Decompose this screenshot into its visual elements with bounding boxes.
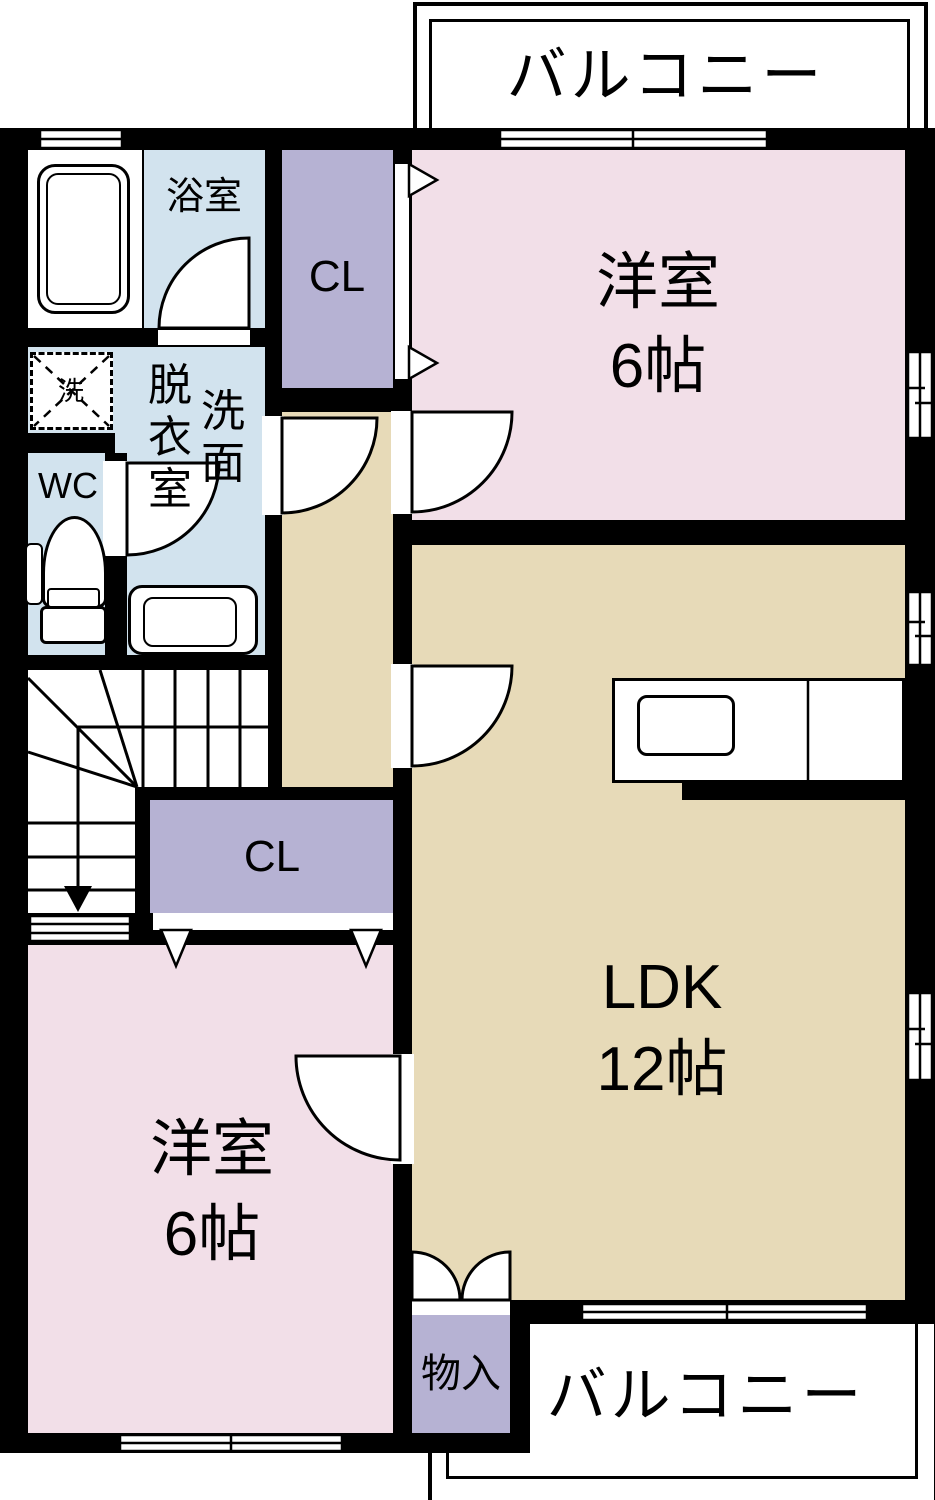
toilet-handle [25,543,43,605]
room-hallway [282,412,393,787]
bathtub [37,164,130,314]
wall-stairs-closet [135,787,150,913]
room-closet-top [282,150,393,388]
washroom-label-left: 脱衣室 [148,361,192,514]
washbasin-inner [143,597,237,647]
ldk-size: 12帖 [596,1035,728,1104]
room-ldk [412,545,905,1302]
wall-washer-wc [28,433,115,453]
balcony-bottom-label: バルコニー [546,1362,866,1429]
wall-top [0,128,935,150]
divider-bathtub [142,150,144,328]
closet-middle-label: CL [243,832,301,881]
gap-western-bottom-door [391,1054,414,1164]
western-bottom-size: 6帖 [163,1200,261,1269]
track-closet-middle [153,913,393,930]
toilet-tank [40,606,107,644]
kitchen-sink [637,695,735,756]
wall-stairs-hall [268,670,282,787]
wc-label: WC [38,465,98,506]
room-stairs-upper [28,670,268,787]
washing-machine-label: 洗 [57,376,85,406]
gap-bathroom-door [158,330,250,345]
gap-ldk-door [391,664,414,768]
western-bottom-label: 洋室 [149,1115,275,1184]
toilet-seat [47,588,100,608]
wall-hall-closet [150,787,412,800]
bathtub-inner [46,173,121,305]
wall-closet-top-bottom [265,388,412,412]
bathroom-label: 浴室 [165,176,243,218]
wall-bottom-left [0,1433,530,1453]
western-top-label: 洋室 [595,248,721,317]
gap-western-top-door [391,411,414,514]
gap-wc-door [103,461,129,556]
room-storage [412,1315,510,1433]
room-closet-middle [150,800,393,913]
balcony-top-label: バルコニー [506,42,826,109]
ldk-label: LDK [601,953,723,1022]
balcony-top-railing [429,19,910,151]
storage-label: 物入 [421,1352,501,1396]
wall-western-ldk [412,520,905,545]
wall-right [905,128,935,1323]
wall-washroom-bottom [28,655,282,670]
track-storage [412,1300,510,1315]
wall-storage-right [510,1300,530,1453]
western-top-size: 6帖 [609,332,707,401]
wall-left [0,128,28,1453]
washroom-label-right: 洗面 [201,387,245,488]
track-closet-top [395,164,409,379]
wall-ldk-bottom [510,1300,935,1323]
closet-top-label: CL [308,252,366,301]
kitchen-counter-edge [682,783,905,800]
gap-washroom-door [262,416,284,515]
room-stairs-lower [28,787,135,913]
room-western-bottom [28,945,393,1433]
